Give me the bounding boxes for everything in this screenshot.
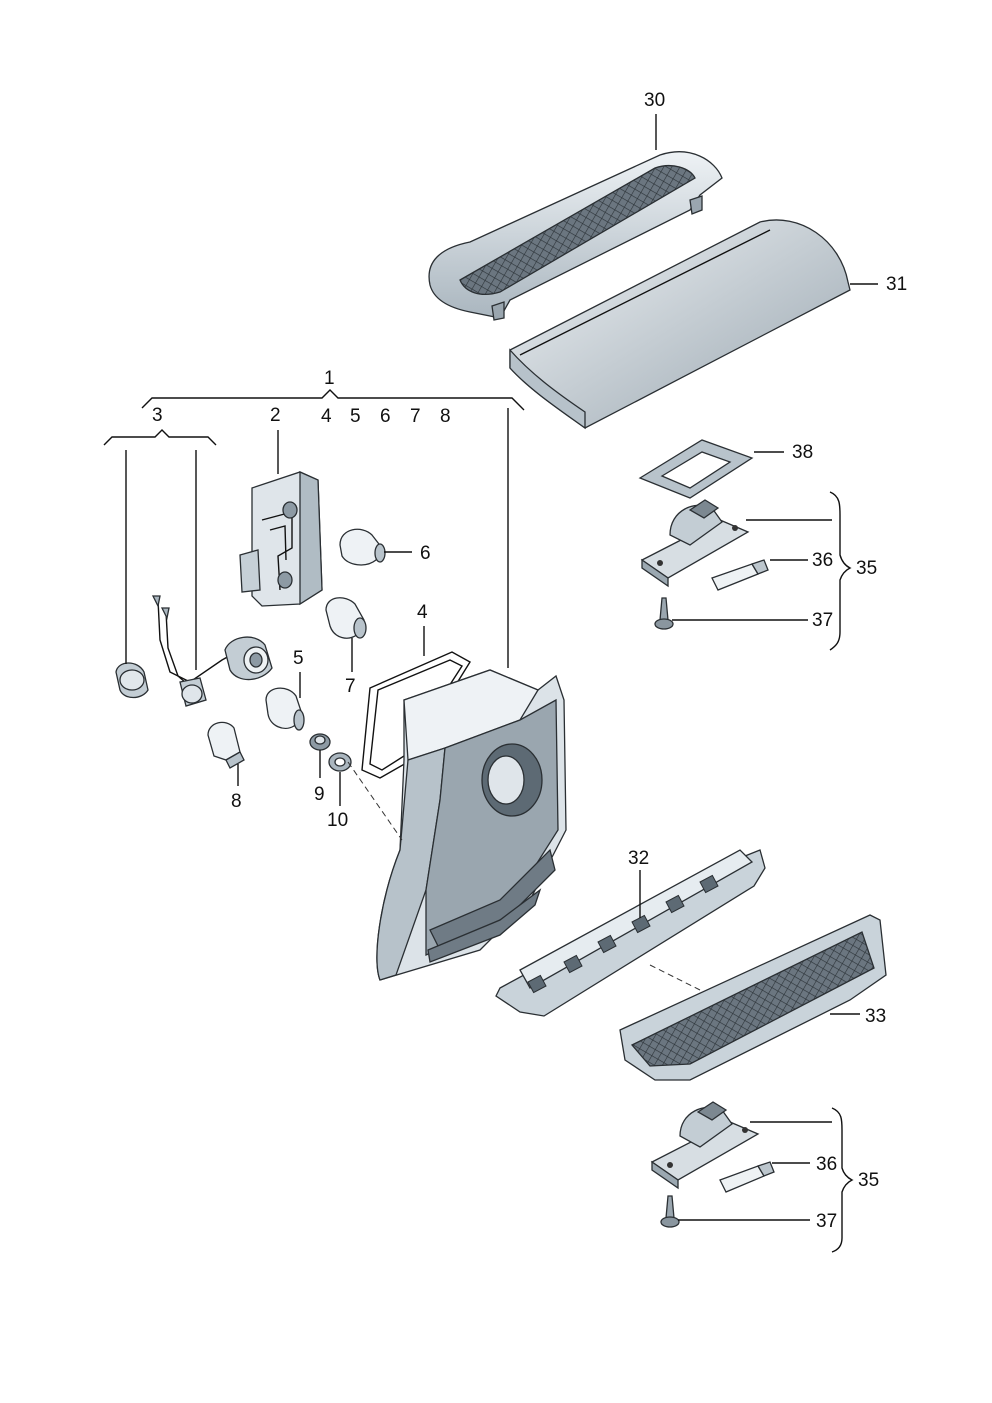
- part-36-bulb-upper: [711, 559, 769, 591]
- part-32-led-strip: [495, 849, 766, 1017]
- part-3-socket: [115, 662, 149, 699]
- part-7-bulb: [325, 597, 367, 639]
- part-5-bulb: [265, 687, 305, 731]
- part-3-wiring-harness: [151, 595, 273, 707]
- part-9-grommet: [309, 733, 331, 751]
- callout-31: 31: [886, 274, 907, 295]
- callout-32: 32: [628, 848, 649, 869]
- callout-5: 5: [293, 648, 304, 669]
- leader-lines: [103, 114, 878, 1253]
- callout-1-sub-6: 6: [380, 406, 391, 427]
- part-31-cover: [509, 219, 851, 430]
- callout-1-sub-8: 8: [440, 406, 451, 427]
- part-37-screw-lower: [660, 1195, 680, 1228]
- part-2-bulb-holder: [239, 470, 323, 607]
- callout-2: 2: [270, 405, 281, 426]
- callout-8: 8: [231, 791, 242, 812]
- callout-36-lower: 36: [816, 1154, 837, 1175]
- callout-35-lower: 35: [858, 1170, 879, 1191]
- callout-36-upper: 36: [812, 550, 833, 571]
- part-8-bulb: [207, 721, 245, 769]
- callout-37-lower: 37: [816, 1211, 837, 1232]
- part-38-gasket: [638, 439, 754, 499]
- callout-6: 6: [420, 543, 431, 564]
- callout-30: 30: [644, 90, 665, 111]
- callout-labels: 1 3 2 4 5 6 7 8 6 4 5 7 9 8 10 30 31 38 …: [152, 90, 907, 1232]
- part-6-bulb: [339, 528, 386, 566]
- callout-10: 10: [327, 810, 348, 831]
- tail-light-assembly: [347, 669, 567, 981]
- callout-35-upper: 35: [856, 558, 877, 579]
- part-37-screw-upper: [654, 597, 674, 630]
- part-35-license-light-upper: [640, 499, 750, 588]
- part-36-bulb-lower: [719, 1161, 775, 1193]
- part-30-brake-light-housing: [428, 151, 723, 321]
- callout-7: 7: [345, 676, 356, 697]
- callout-38: 38: [792, 442, 813, 463]
- part-33-lens: [619, 914, 887, 1081]
- callout-1-sub-4: 4: [321, 406, 332, 427]
- callout-3: 3: [152, 405, 163, 426]
- callout-4: 4: [417, 602, 428, 623]
- part-35-license-light-lower: [650, 1101, 760, 1190]
- callout-37-upper: 37: [812, 610, 833, 631]
- callout-9: 9: [314, 784, 325, 805]
- callout-33: 33: [865, 1006, 886, 1027]
- callout-1-sub-7: 7: [410, 406, 421, 427]
- part-10-washer: [328, 752, 352, 772]
- callout-1: 1: [324, 368, 335, 389]
- callout-1-sub-5: 5: [350, 406, 361, 427]
